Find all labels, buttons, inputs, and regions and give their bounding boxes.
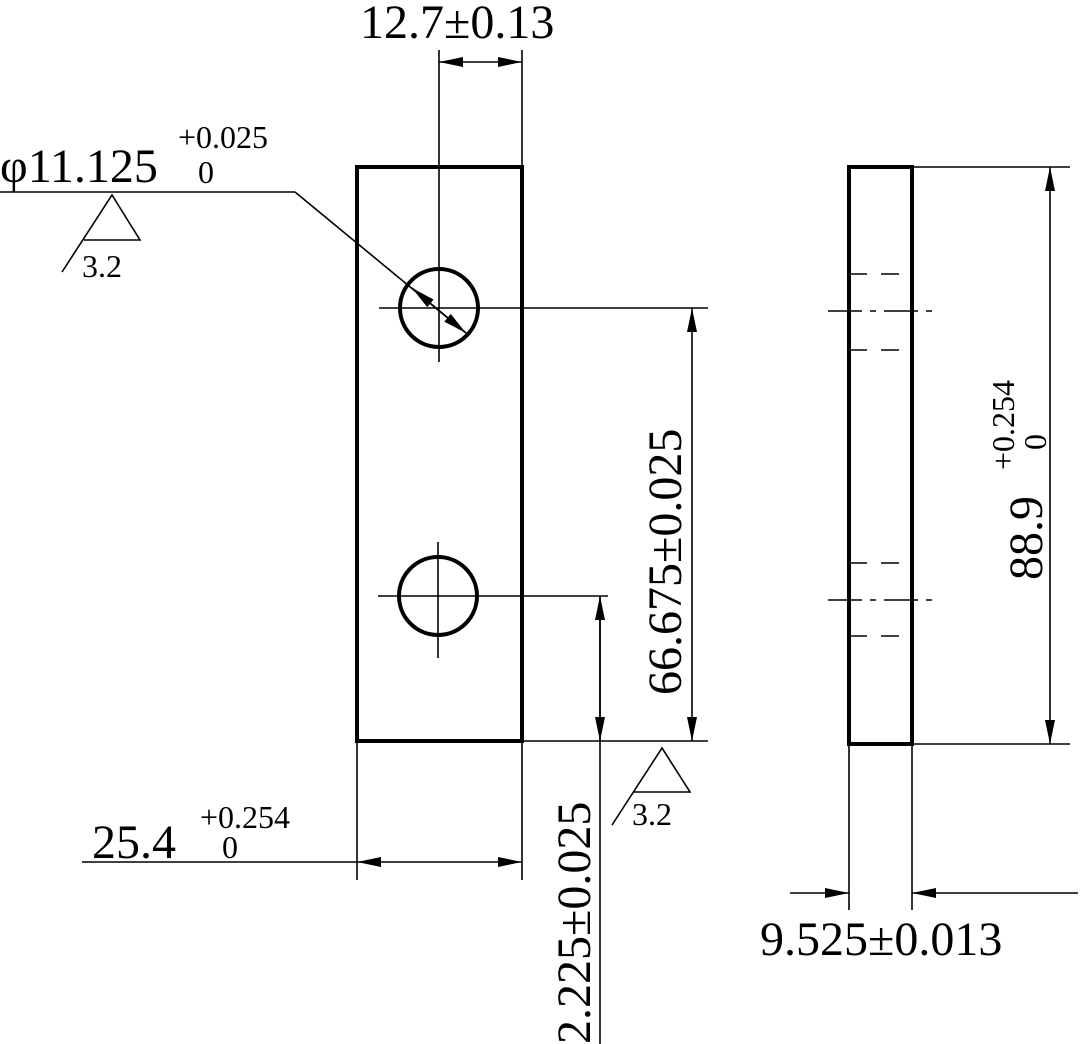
hole-tol-lower: 0 <box>198 154 214 190</box>
bottom-offset-label: 2.225±0.025 <box>548 802 601 1044</box>
dim-thickness: 9.525±0.013 <box>760 744 1078 966</box>
height-label: 88.9 <box>1000 496 1053 580</box>
thickness-label: 9.525±0.013 <box>760 913 1002 966</box>
height-tol-lower: 0 <box>1017 434 1053 450</box>
dim-height: 88.9 +0.254 0 <box>912 166 1070 745</box>
top-width-label: 12.7±0.13 <box>360 0 554 49</box>
side-outline <box>847 165 914 746</box>
dim-plate-width: 25.4 +0.254 0 <box>82 741 523 880</box>
roughness-symbol-hole: 3.2 <box>61 193 142 284</box>
dim-hole-diameter: φ11.125 +0.025 0 <box>0 119 467 334</box>
dim-hole-spacing: 66.675±0.025 <box>522 308 708 742</box>
plate-tol-lower: 0 <box>222 829 238 865</box>
roughness-symbol-bottom: 3.2 <box>611 746 692 832</box>
hole-tol-upper: +0.025 <box>178 119 268 155</box>
hole-spacing-label: 66.675±0.025 <box>639 429 692 695</box>
dim-top-width: 12.7±0.13 <box>360 0 554 167</box>
height-tol-upper: +0.254 <box>985 380 1021 470</box>
front-view <box>355 50 708 743</box>
roughness-bottom-value: 3.2 <box>632 796 672 832</box>
hole-diameter-label: φ11.125 <box>0 140 158 193</box>
plate-width-label: 25.4 <box>92 816 176 869</box>
plate-tol-upper: +0.254 <box>200 799 290 835</box>
dim-bottom-offset: 2.225±0.025 <box>548 596 605 1044</box>
side-view <box>828 165 934 746</box>
roughness-hole-value: 3.2 <box>82 248 122 284</box>
